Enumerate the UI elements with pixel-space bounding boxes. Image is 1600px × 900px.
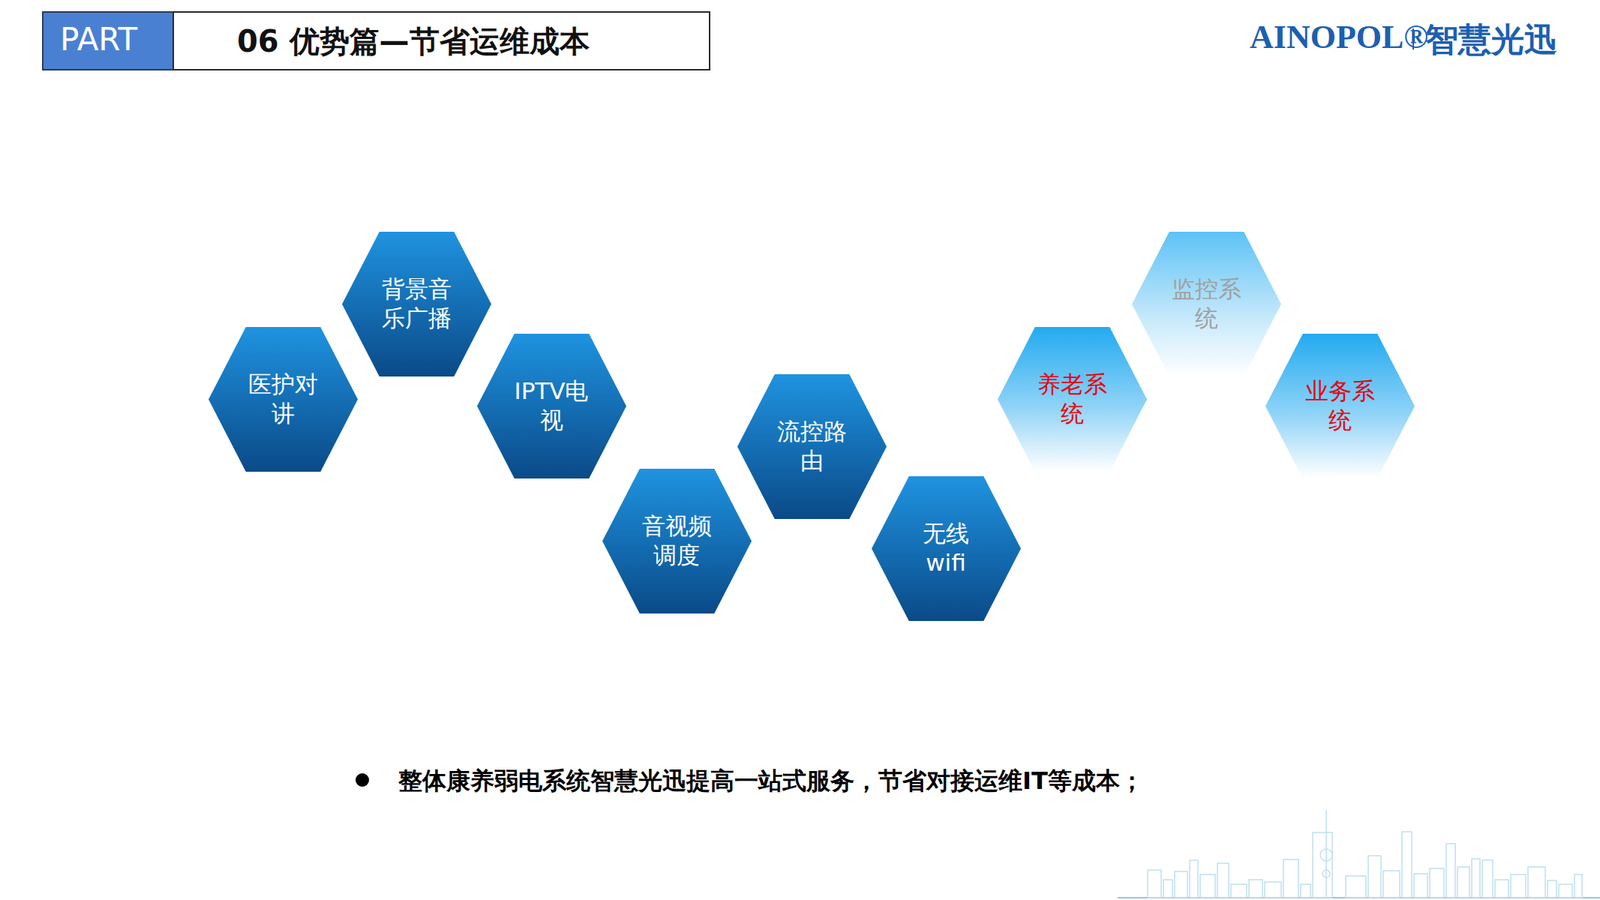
hexagon-node: 无线wifi [871, 476, 1021, 622]
bullet-dot [355, 773, 370, 787]
hexagon-shape [602, 468, 752, 614]
hexagon-shape [997, 327, 1147, 472]
hexagon-node: 流控路由 [737, 374, 887, 520]
page-title: 06 优势篇—节省运维成本 [237, 21, 590, 63]
node-text: 医护对讲 [240, 369, 325, 429]
node-text: 监控系统 [1164, 274, 1249, 334]
node-text: 养老系统 [1029, 369, 1114, 429]
hexagon-node: 背景音乐广播 [342, 231, 492, 377]
hexagon-node: 养老系统 [997, 327, 1147, 472]
node-text: 音视频调度 [634, 511, 719, 571]
skyline-illustration [1117, 810, 1600, 898]
hexagon-content: 流控路由 [737, 374, 887, 520]
node-text: 业务系统 [1297, 376, 1382, 436]
hexagon-shape [871, 476, 1021, 622]
hexagon-content: 背景音乐广播 [342, 231, 492, 377]
logo-text: 智慧光迅 [1425, 18, 1558, 63]
hexagon-content: 养老系统 [997, 327, 1147, 472]
hexagon-node: IPTV电视 [477, 333, 627, 479]
hexagon-content: IPTV电视 [477, 333, 627, 479]
hexagon-shape [342, 231, 492, 377]
hexagon-shape [208, 327, 358, 472]
logo-text: AINOPOL® [1249, 18, 1429, 57]
part-box [42, 12, 174, 70]
hexagon-shape [1131, 231, 1282, 377]
node-text: IPTV电视 [509, 376, 594, 436]
hexagon-shape [737, 374, 887, 520]
hexagon-content: 无线wifi [871, 476, 1021, 622]
hexagon-content: 音视频调度 [602, 468, 752, 614]
hexagon-node: 医护对讲 [208, 327, 358, 472]
bullet-text: 整体康养弱电系统智慧光迅提高一站式服务，节省对接运维IT等成本； [398, 765, 1144, 799]
hexagon-content: 监控系统 [1131, 231, 1282, 377]
node-text: 无线wifi [903, 519, 988, 578]
part-label: PART [60, 21, 138, 58]
hexagon-node: 监控系统 [1131, 231, 1282, 377]
hexagon-content: 业务系统 [1265, 333, 1415, 479]
hexagon-node: 音视频调度 [602, 468, 752, 614]
hexagon-content: 医护对讲 [208, 327, 358, 472]
hexagon-node: 业务系统 [1265, 333, 1415, 479]
hexagon-shape [477, 333, 627, 479]
node-text: 流控路由 [769, 417, 854, 476]
hexagon-shape [1265, 333, 1415, 479]
title-box [173, 12, 710, 70]
node-text: 背景音乐广播 [374, 274, 459, 334]
